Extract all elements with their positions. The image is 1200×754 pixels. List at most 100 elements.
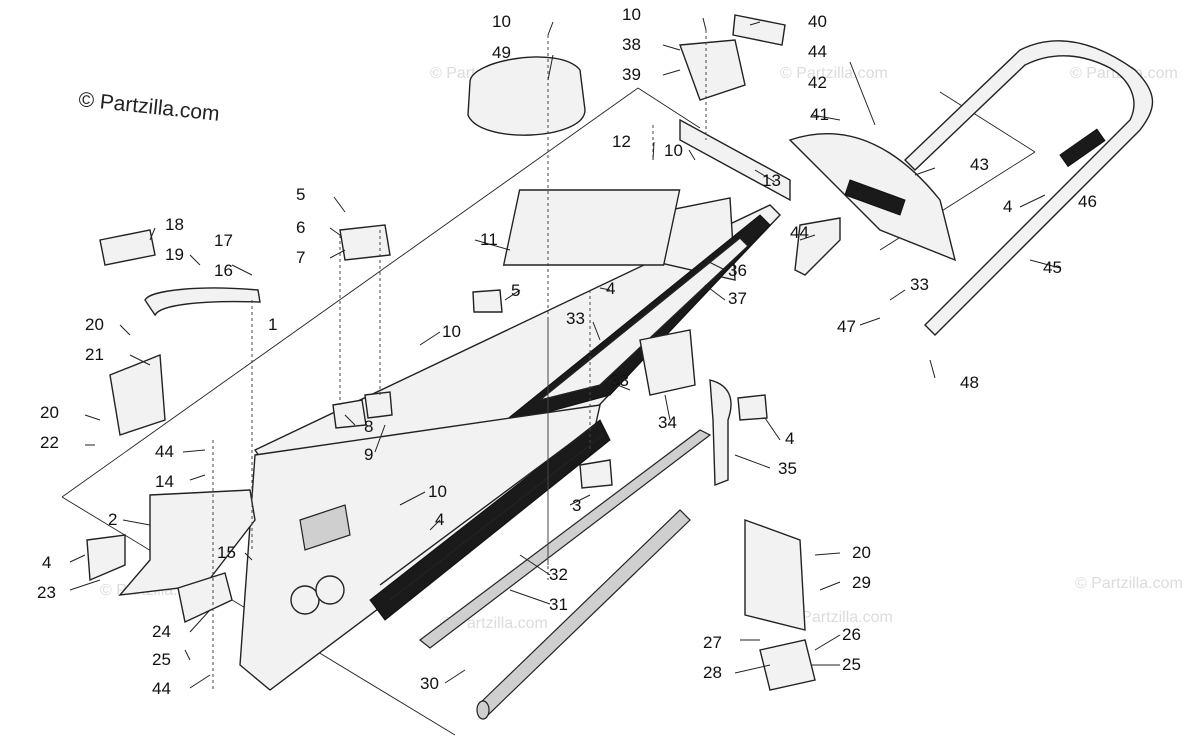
bracket-44	[794, 217, 841, 276]
callout-label-36: 36	[728, 261, 747, 280]
footrest-bracket	[709, 379, 732, 487]
callout-label-12: 12	[612, 132, 631, 151]
seat-pad	[467, 56, 586, 136]
callout-label-4: 4	[435, 510, 444, 529]
tunnel-side-cutout	[299, 504, 351, 551]
callout-label-35: 35	[778, 459, 797, 478]
callout-label-7: 7	[296, 248, 305, 267]
callout-label-45: 45	[1043, 258, 1062, 277]
foot-plate-cap	[759, 639, 816, 691]
callout-label-24: 24	[152, 622, 171, 641]
callout-label-2: 2	[108, 510, 117, 529]
callout-label-39: 39	[622, 65, 641, 84]
callout-label-19: 19	[165, 245, 184, 264]
callout-label-20: 20	[85, 315, 104, 334]
callout-label-26: 26	[842, 625, 861, 644]
callout-label-32: 32	[549, 565, 568, 584]
callout-label-16: 16	[214, 261, 233, 280]
bracket-5	[472, 289, 503, 313]
bracket-23	[86, 534, 126, 582]
running-board	[369, 419, 611, 621]
callout-label-4: 4	[1003, 197, 1012, 216]
callout-label-13: 13	[762, 171, 781, 190]
callout-label-9: 9	[364, 445, 373, 464]
callout-label-10: 10	[492, 12, 511, 31]
watermark-text: © Partzilla.com	[780, 65, 888, 82]
callout-label-34: 34	[658, 413, 677, 432]
bracket-3	[579, 459, 613, 489]
callout-label-4: 4	[785, 429, 794, 448]
handle-cap	[99, 229, 156, 266]
callout-label-15: 15	[217, 543, 236, 562]
bumper-grip	[1059, 128, 1106, 168]
assembly-centerlines	[212, 30, 707, 690]
tunnel-decal-highlight	[539, 237, 750, 401]
callout-label-27: 27	[703, 633, 722, 652]
callout-label-5: 5	[296, 185, 305, 204]
callout-label-6: 6	[296, 218, 305, 237]
snowflap-decal	[844, 179, 906, 216]
tunnel-rear-panel	[502, 189, 681, 266]
callout-label-46: 46	[1078, 192, 1097, 211]
callout-label-37: 37	[728, 289, 747, 308]
watermark-text: © Partzilla.com	[1075, 575, 1183, 592]
callout-label-44: 44	[790, 223, 809, 242]
callout-label-20: 20	[852, 543, 871, 562]
running-board-tread-lines	[379, 424, 604, 601]
callout-label-8: 8	[364, 417, 373, 436]
bumper-tube	[477, 509, 691, 716]
handle-bracket	[109, 353, 166, 436]
callout-label-18: 18	[165, 215, 184, 234]
callout-label-21: 21	[85, 345, 104, 364]
bracket-4	[737, 394, 768, 421]
bumper-tube-end	[476, 700, 490, 720]
callout-label-47: 47	[837, 317, 856, 336]
callout-label-5: 5	[511, 281, 520, 300]
callout-label-11: 11	[480, 230, 498, 249]
tunnel-side-hole	[315, 575, 345, 605]
callout-label-49: 49	[492, 43, 511, 62]
callout-label-10: 10	[442, 322, 461, 341]
callout-label-28: 28	[703, 663, 722, 682]
callout-label-43: 43	[970, 155, 989, 174]
bumper-cap	[732, 14, 786, 46]
callout-label-4: 4	[42, 553, 51, 572]
rear-tunnel-bracket	[679, 118, 791, 202]
callout-label-29: 29	[852, 573, 871, 592]
callout-label-17: 17	[214, 231, 233, 250]
callout-label-10: 10	[428, 482, 447, 501]
callout-label-44: 44	[808, 42, 827, 61]
watermark-text: © Partzilla.com	[785, 609, 893, 626]
bracket-34	[639, 329, 696, 396]
callout-label-40: 40	[808, 12, 827, 31]
brand-watermark: © Partzilla.com	[77, 88, 220, 126]
callout-label-14: 14	[155, 472, 174, 491]
tunnel-rod	[419, 429, 712, 649]
callout-label-25: 25	[842, 655, 861, 674]
callout-label-33: 33	[910, 275, 929, 294]
bracket-6	[339, 224, 391, 261]
callout-label-38: 38	[622, 35, 641, 54]
callout-label-44: 44	[155, 442, 174, 461]
callout-label-33: 33	[566, 309, 585, 328]
callout-label-10: 10	[622, 5, 641, 24]
callout-label-10: 10	[664, 141, 683, 160]
callout-label-20: 20	[40, 403, 59, 422]
callout-label-30: 30	[420, 674, 439, 693]
callout-label-33: 33	[610, 371, 629, 390]
bracket-9	[364, 391, 393, 419]
callout-label-41: 41	[810, 105, 829, 124]
callout-label-1: 1	[268, 315, 277, 334]
callout-label-48: 48	[960, 373, 979, 392]
callout-label-22: 22	[40, 433, 59, 452]
callout-label-44: 44	[152, 679, 171, 698]
callout-label-31: 31	[549, 595, 568, 614]
callout-label-3: 3	[572, 496, 581, 515]
bracket-8	[332, 399, 367, 429]
rear-bumper	[903, 40, 1154, 336]
callout-label-25: 25	[152, 650, 171, 669]
front-grab-handle	[144, 287, 261, 317]
